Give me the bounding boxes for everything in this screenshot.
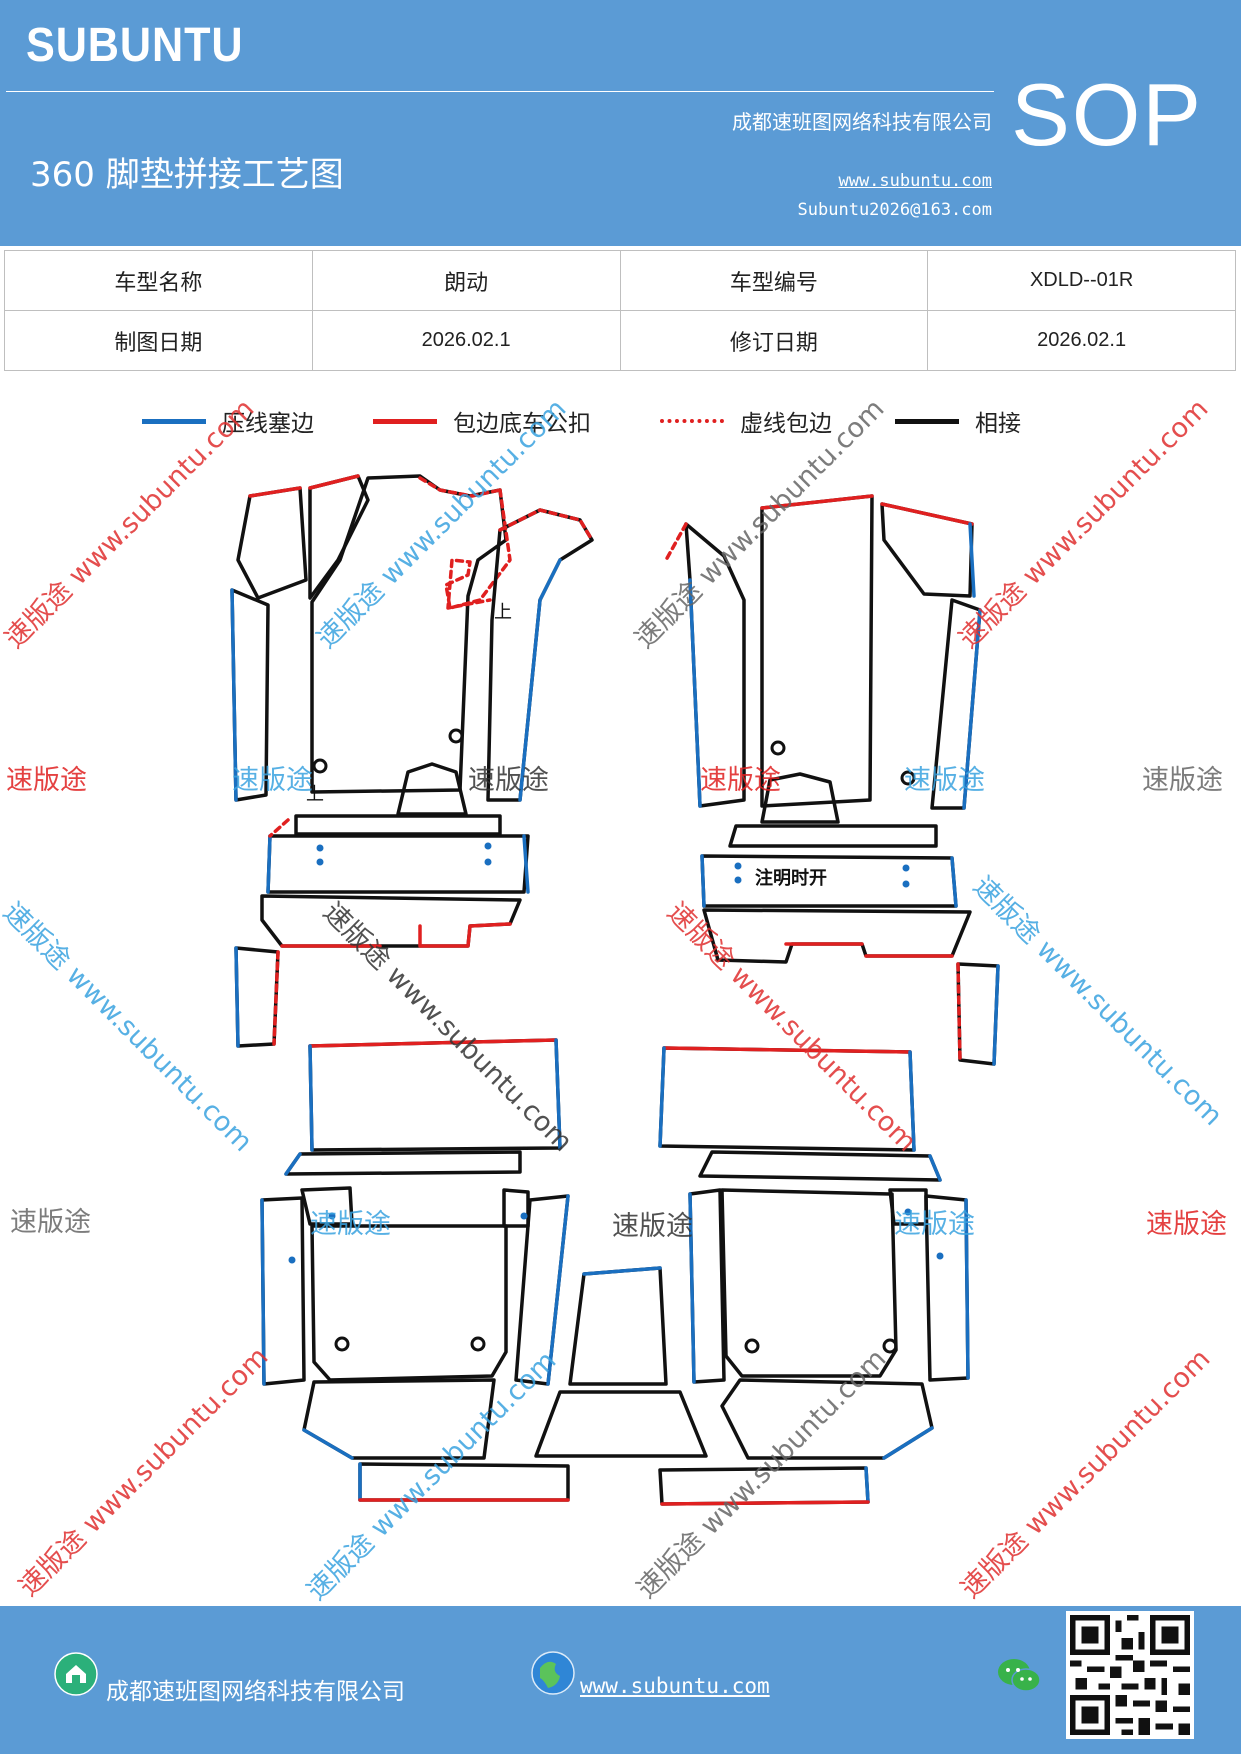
table-cell: 2026.02.1 xyxy=(927,310,1236,371)
qr-code[interactable] xyxy=(1066,1611,1194,1739)
globe-icon xyxy=(531,1651,575,1695)
header-company: 成都速班图网络科技有限公司 xyxy=(732,110,992,134)
legend-label: 虚线包边 xyxy=(740,411,832,437)
document-title: 360 脚垫拼接工艺图 xyxy=(30,155,344,195)
legend-swatch-black xyxy=(895,418,959,424)
brand-logo: SUBUNTU xyxy=(26,19,244,72)
home-icon xyxy=(54,1652,98,1696)
legend-item: 相接 xyxy=(895,404,1021,438)
legend-swatch-red xyxy=(373,418,437,424)
table-cell: 车型编号 xyxy=(619,250,929,311)
table-cell: 制图日期 xyxy=(4,310,313,371)
annotation-note: 注明时开 xyxy=(755,867,827,889)
table-cell: 2026.02.1 xyxy=(311,310,621,371)
left-front-mat xyxy=(230,474,594,1048)
table-cell: 车型名称 xyxy=(4,250,313,311)
table-cell: 朗动 xyxy=(311,250,621,311)
legend-item: 虚线包边 xyxy=(660,404,832,438)
table-row: 车型名称 朗动 车型编号 XDLD--01R xyxy=(4,250,1236,311)
header-email[interactable]: Subuntu2026@163.com xyxy=(797,200,992,220)
sop-label: SOP xyxy=(1011,65,1203,164)
legend-label: 压线塞边 xyxy=(222,411,314,437)
footer-banner: 成都速班图网络科技有限公司 www.subuntu.com xyxy=(0,1606,1241,1754)
table-cell: XDLD--01R xyxy=(927,250,1236,311)
annotation-up: 上 xyxy=(306,784,324,805)
line-legend: 压线塞边 包边底车公扣 虚线包边 相接 xyxy=(0,398,1241,442)
vehicle-info-table: 车型名称 朗动 车型编号 XDLD--01R 制图日期 2026.02.1 修订… xyxy=(4,250,1236,371)
footer-company: 成都速班图网络科技有限公司 xyxy=(106,1679,405,1705)
rear-mats xyxy=(260,1038,970,1506)
table-row: 制图日期 2026.02.1 修订日期 2026.02.1 xyxy=(4,310,1236,371)
legend-item: 压线塞边 xyxy=(142,404,314,438)
wechat-icon[interactable] xyxy=(996,1656,1042,1696)
footer-website-link[interactable]: www.subuntu.com xyxy=(580,1674,770,1698)
floor-mat-diagram: 上 上 注明时开 xyxy=(230,474,1000,1506)
legend-label: 包边底车公扣 xyxy=(453,411,591,437)
right-front-mat xyxy=(664,494,1000,1066)
annotation-up: 上 xyxy=(494,602,512,623)
legend-label: 相接 xyxy=(975,411,1021,437)
legend-item: 包边底车公扣 xyxy=(373,404,591,438)
legend-swatch-red-dotted xyxy=(660,419,724,423)
header-website-link[interactable]: www.subuntu.com xyxy=(838,171,992,191)
legend-swatch-blue xyxy=(142,418,206,424)
header-banner: SUBUNTU 成都速班图网络科技有限公司 360 脚垫拼接工艺图 www.su… xyxy=(0,0,1241,246)
table-cell: 修订日期 xyxy=(619,310,929,371)
header-divider xyxy=(6,91,994,92)
